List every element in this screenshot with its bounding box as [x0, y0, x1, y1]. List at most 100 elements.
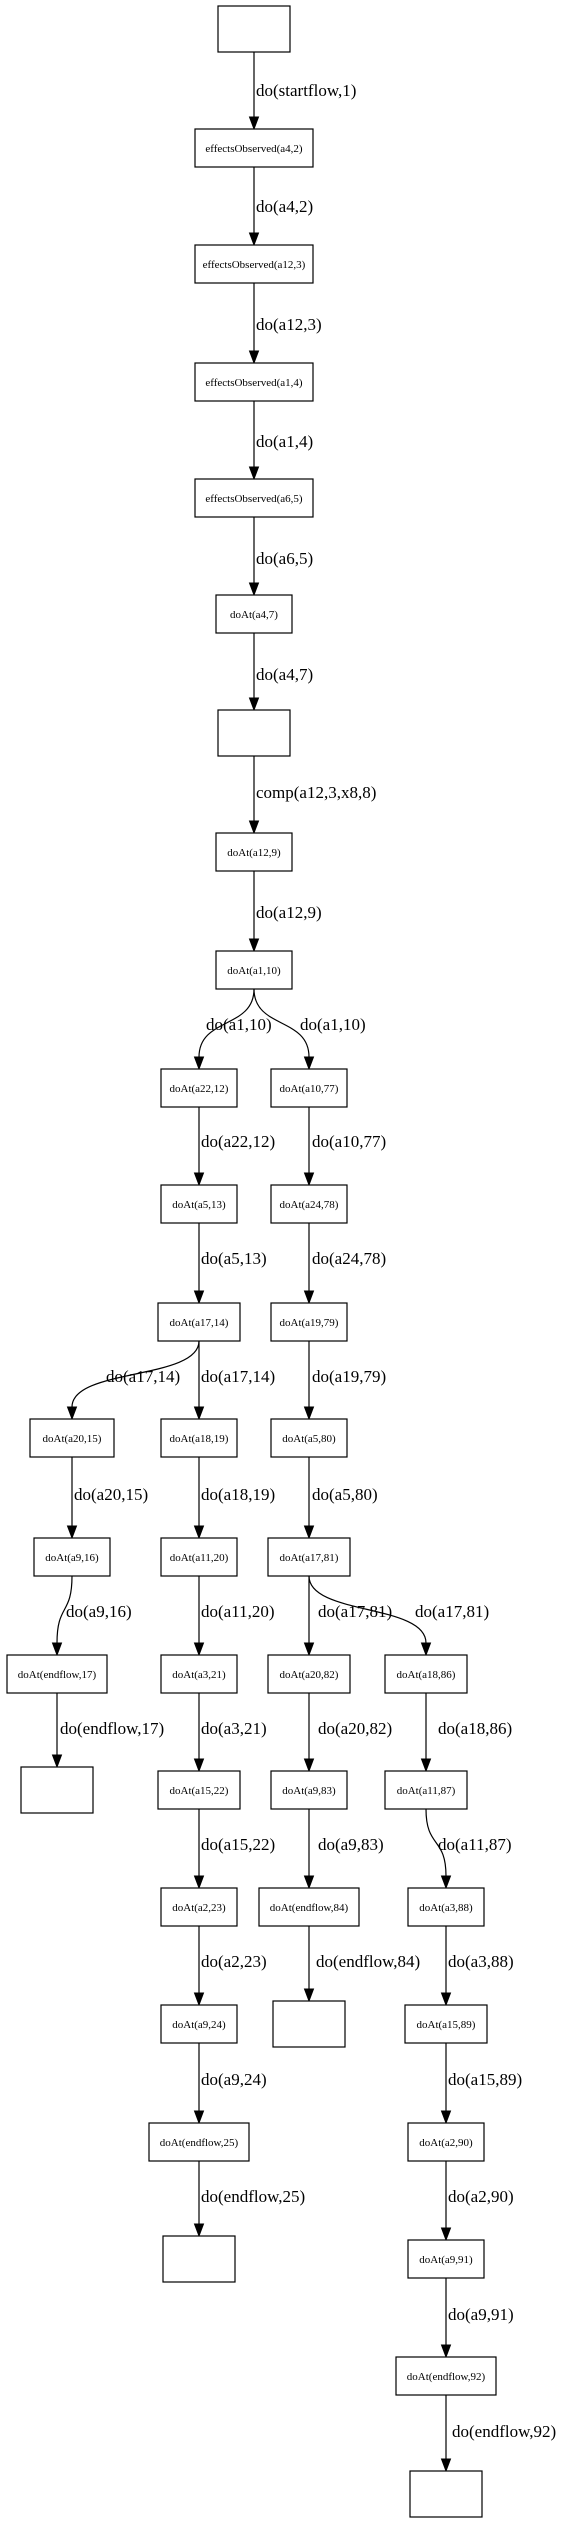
transition-edge: do(a24,78) — [303, 1223, 386, 1305]
node-label: doAt(a5,80) — [282, 1433, 336, 1445]
state-node: doAt(a15,89) — [404, 2004, 488, 2044]
edge-label: do(endflow,25) — [201, 2187, 305, 2206]
state-node: doAt(a3,21) — [160, 1654, 238, 1694]
node-label: doAt(endflow,84) — [270, 1902, 349, 1914]
arrowhead — [248, 350, 260, 365]
arrowhead — [440, 2110, 452, 2125]
arrowhead — [440, 2458, 452, 2473]
node-label: effectsObserved(a1,4) — [205, 377, 303, 389]
node-label: effectsObserved(a6,5) — [205, 493, 303, 505]
transition-edge: do(a6,5) — [248, 517, 313, 597]
transition-edge: do(a9,24) — [193, 2043, 267, 2125]
edge-label: do(a6,5) — [256, 549, 313, 568]
node-box — [407, 2239, 485, 2279]
edge-label: do(a17,81) — [415, 1602, 489, 1621]
node-box — [160, 1654, 238, 1694]
arrowhead — [193, 2110, 205, 2125]
node-label: doAt(a9,16) — [45, 1552, 99, 1564]
node-box — [157, 1302, 241, 1342]
node-box — [194, 244, 314, 284]
edge-label: do(a1,4) — [256, 432, 313, 451]
edge-label: do(a12,3) — [256, 315, 322, 334]
arrowhead — [440, 1875, 452, 1890]
transition-edge: do(a2,23) — [193, 1926, 267, 2007]
node-label: doAt(a3,21) — [172, 1669, 226, 1681]
transition-edge: do(endflow,17) — [51, 1693, 164, 1769]
state-node: doAt(a9,16) — [33, 1537, 111, 1577]
node-box — [160, 1068, 238, 1108]
arrowhead — [303, 1758, 315, 1773]
state-node: doAt(a10,77) — [270, 1068, 348, 1108]
node-box — [267, 1537, 351, 1577]
node-box — [270, 1184, 348, 1224]
transition-edge: do(a11,20) — [193, 1576, 275, 1657]
arrowhead — [193, 1406, 205, 1421]
node-box — [409, 2470, 483, 2518]
edge-line — [71, 1340, 200, 1408]
state-node: doAt(endflow,25) — [148, 2122, 250, 2162]
arrowhead — [193, 1525, 205, 1540]
node-box — [160, 2004, 238, 2044]
node-label: doAt(a1,10) — [227, 965, 281, 977]
node-box — [215, 594, 293, 634]
edge-line — [56, 1575, 73, 1644]
node-label: doAt(a18,19) — [170, 1433, 229, 1445]
transition-edge: do(a12,3) — [248, 283, 322, 365]
node-box — [217, 709, 291, 757]
node-box — [6, 1654, 108, 1694]
node-box — [267, 1654, 351, 1694]
arrowhead — [303, 1290, 315, 1305]
edge-label: do(a22,12) — [201, 1132, 275, 1151]
node-label: doAt(a20,82) — [280, 1669, 339, 1681]
transition-edge: do(a5,80) — [303, 1457, 378, 1540]
node-box — [270, 1418, 348, 1458]
arrowhead — [193, 2223, 205, 2238]
arrowhead — [303, 1172, 315, 1187]
arrowhead — [51, 1642, 63, 1657]
transition-edge: do(a19,79) — [303, 1341, 386, 1421]
state-node: doAt(a11,87) — [384, 1770, 468, 1810]
state-node: doAt(a9,83) — [270, 1770, 348, 1810]
node-label: doAt(a18,86) — [397, 1669, 456, 1681]
node-box — [160, 1887, 238, 1927]
arrowhead — [248, 938, 260, 953]
state-node — [409, 2470, 483, 2518]
state-node: doAt(a5,13) — [160, 1184, 238, 1224]
arrowhead — [440, 1992, 452, 2007]
edge-label: do(endflow,84) — [316, 1952, 420, 1971]
transition-edge: do(a3,88) — [440, 1926, 514, 2007]
transition-edge: do(endflow,92) — [440, 2395, 556, 2473]
state-node: doAt(endflow,17) — [6, 1654, 108, 1694]
edge-label: do(a11,87) — [438, 1835, 512, 1854]
arrowhead — [420, 1758, 432, 1773]
state-node: doAt(a1,10) — [215, 950, 293, 990]
node-label: doAt(a2,90) — [419, 2137, 473, 2149]
node-label: doAt(a15,22) — [170, 1785, 229, 1797]
node-box — [215, 832, 293, 872]
node-label: doAt(a17,81) — [280, 1552, 339, 1564]
node-label: doAt(a19,79) — [280, 1317, 339, 1329]
state-node: doAt(a18,19) — [160, 1418, 238, 1458]
edge-label: do(a1,10) — [300, 1015, 366, 1034]
transition-edge: do(a9,91) — [440, 2278, 514, 2359]
edge-label: do(a18,86) — [438, 1719, 512, 1738]
arrowhead — [303, 1642, 315, 1657]
edge-line — [425, 1808, 447, 1877]
edge-label: do(a1,10) — [206, 1015, 272, 1034]
arrowhead — [420, 1642, 432, 1657]
edge-label: do(endflow,17) — [60, 1719, 164, 1738]
state-node: doAt(a9,91) — [407, 2239, 485, 2279]
edge-label: do(a24,78) — [312, 1249, 386, 1268]
state-node: effectsObserved(a4,2) — [194, 128, 314, 168]
node-box — [160, 1418, 238, 1458]
transition-edge: do(a22,12) — [193, 1107, 275, 1187]
node-label: doAt(a2,23) — [172, 1902, 226, 1914]
edge-label: do(a18,19) — [201, 1485, 275, 1504]
arrowhead — [440, 2344, 452, 2359]
edge-label: do(a4,2) — [256, 197, 313, 216]
state-node: doAt(a24,78) — [270, 1184, 348, 1224]
transition-edge: do(endflow,84) — [303, 1926, 420, 2003]
edge-label: do(a5,13) — [201, 1249, 267, 1268]
node-label: doAt(endflow,25) — [160, 2137, 239, 2149]
